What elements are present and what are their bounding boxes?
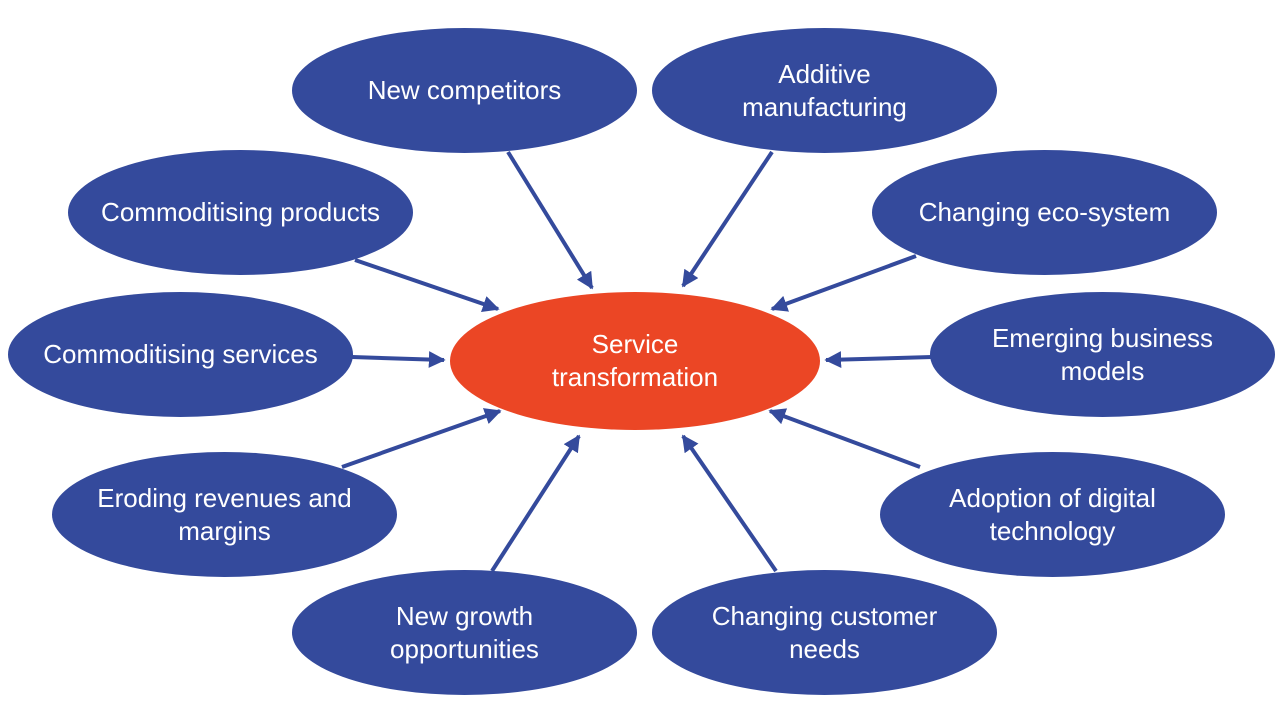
arrow-emerging-business-models xyxy=(824,351,933,368)
driver-label: Changing customer needs xyxy=(711,600,938,664)
driver-label: Additive manufacturing xyxy=(742,58,907,122)
center-label: Service transformation xyxy=(551,329,719,392)
driver-adoption-of-digital-technology: Adoption of digital technology xyxy=(880,452,1225,577)
driver-label: Emerging business models xyxy=(991,322,1214,386)
service-transformation-node: Service transformation xyxy=(450,292,820,430)
driver-additive-manufacturing: Additive manufacturing xyxy=(652,28,997,153)
arrow-adoption-digital xyxy=(768,408,921,469)
driver-label: Commoditising services xyxy=(43,339,318,369)
driver-label: Commoditising products xyxy=(101,197,380,227)
arrow-new-competitors xyxy=(506,150,594,290)
arrow-changing-customer-needs xyxy=(681,434,778,573)
driver-label: Eroding revenues and margins xyxy=(97,482,352,546)
arrow-eroding-revenues xyxy=(341,408,502,469)
driver-label: New competitors xyxy=(367,75,562,105)
driver-label: Changing eco-system xyxy=(918,197,1171,227)
driver-commoditising-services: Commoditising services xyxy=(8,292,353,417)
arrow-new-growth xyxy=(490,434,581,573)
driver-emerging-business-models: Emerging business models xyxy=(930,292,1275,417)
driver-changing-eco-system: Changing eco-system xyxy=(872,150,1217,275)
driver-label: New growth opportunities xyxy=(390,600,539,664)
driver-eroding-revenues-and-margins: Eroding revenues and margins xyxy=(52,452,397,577)
driver-new-growth-opportunities: New growth opportunities xyxy=(292,570,637,695)
arrow-commoditising-products xyxy=(354,258,500,313)
driver-label: Adoption of digital technology xyxy=(949,482,1156,546)
arrow-commoditising-services xyxy=(351,351,446,368)
driver-new-competitors: New competitors xyxy=(292,28,637,153)
driver-commoditising-products: Commoditising products xyxy=(68,150,413,275)
arrow-additive-manufacturing xyxy=(681,150,774,288)
arrow-changing-eco-system xyxy=(770,254,917,312)
driver-changing-customer-needs: Changing customer needs xyxy=(652,570,997,695)
